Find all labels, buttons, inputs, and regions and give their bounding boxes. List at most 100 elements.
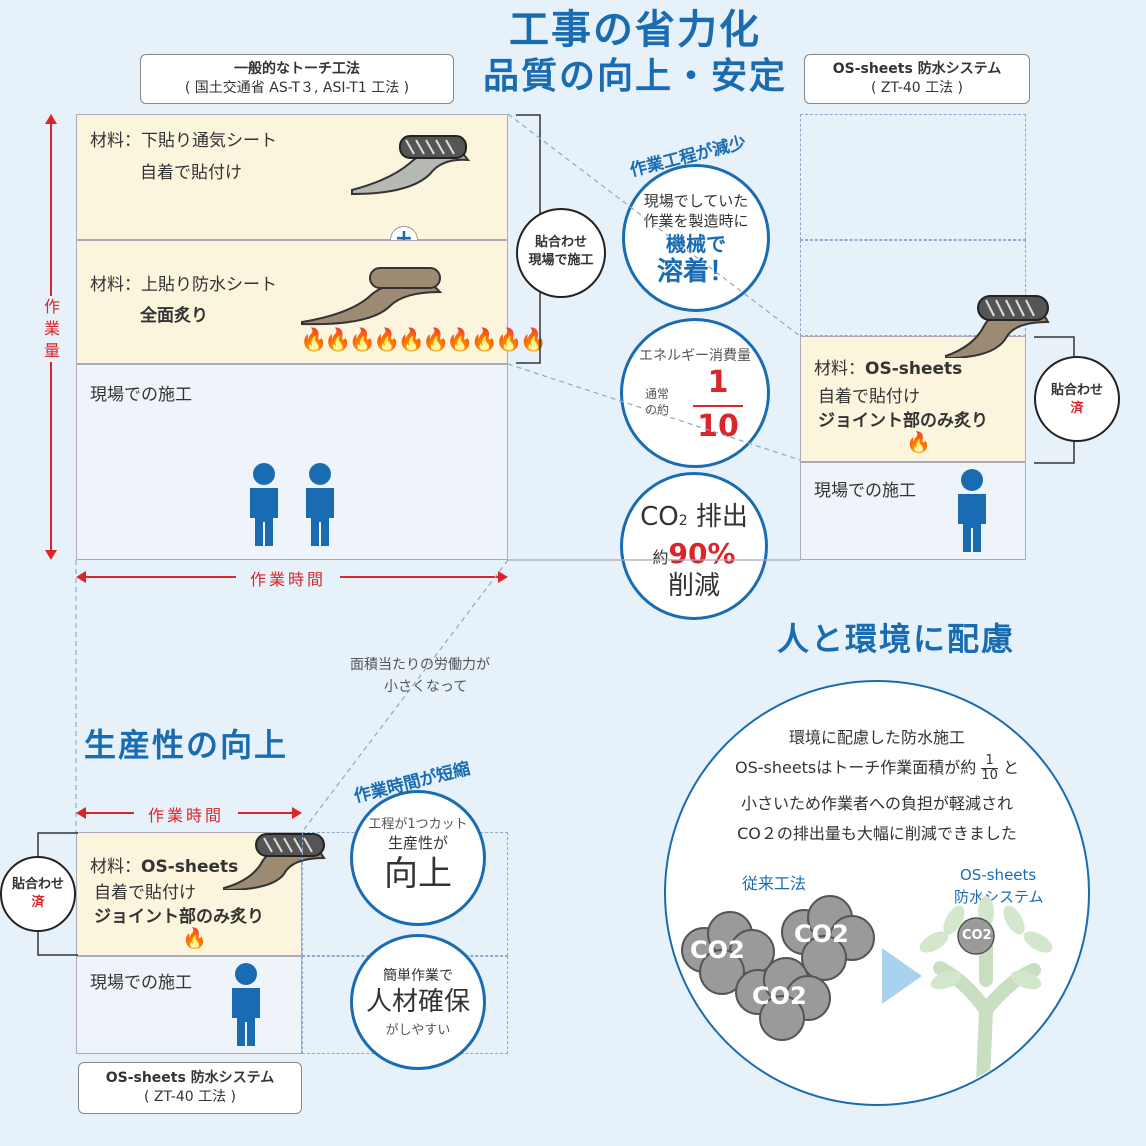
co2-bubble: CO2 排出 約90% 削減 [620, 472, 768, 620]
hr-line3: がしやすい [385, 1023, 451, 1038]
conv-underlay-label: 材料：下貼り通気シート [90, 131, 277, 151]
os-material-name: OS-sheets [865, 359, 963, 379]
os-method1: 自着で貼付け [818, 387, 920, 407]
flame-row-icon: 🔥🔥🔥🔥🔥🔥🔥🔥🔥🔥 [300, 328, 547, 353]
time-short-bubble: 工程が1つカット 生産性が 向上 [350, 790, 486, 926]
bottom-flame-icon: 🔥 [182, 926, 207, 950]
os-sheet-roll-icon [945, 295, 1050, 358]
co2-clouds-and-tree [681, 895, 1053, 1103]
os-material-prefix: 材料： [814, 359, 865, 379]
co2-cloud-label-b: CO2 [794, 920, 849, 948]
os-badge-line1: 貼合わせ [1050, 383, 1103, 398]
os-lamination-badge: 貼合わせ 済 [1034, 356, 1120, 442]
bottom-os-system-title: OS-sheets 防水システム [105, 1070, 275, 1086]
time-line3: 向上 [384, 854, 452, 894]
co2-emission: 排出 [687, 502, 748, 532]
bottom-badge-line2: 済 [31, 895, 45, 910]
os-worker-icon [958, 469, 986, 552]
co2-percent: 90% [668, 537, 736, 570]
process-line2: 作業を製造時に [643, 212, 749, 230]
env-frac-num: 1 [981, 754, 998, 769]
energy-bubble: エネルギー消費量 通常 の約 1 10 [620, 318, 770, 468]
conv-topsheet-label: 材料：上貼り防水シート [90, 275, 277, 295]
env-conventional-label: 従来工法 [742, 874, 807, 893]
env-line1: 環境に配慮した防水施工 [788, 728, 965, 747]
bottom-material-prefix: 材料： [90, 857, 141, 877]
energy-numerator: 1 [707, 365, 729, 400]
os-system-title: OS-sheets 防水システム [832, 61, 1002, 77]
conv-field-panel [76, 364, 508, 560]
worker-person-icon [250, 463, 334, 546]
conv-field-label: 現場での施工 [90, 385, 192, 405]
co2-cloud-label-c: CO2 [752, 982, 807, 1010]
env-line2-pre: OS-sheetsはトーチ作業面積が約 [734, 758, 977, 777]
env-frac-den: 10 [981, 768, 998, 783]
env-line2: OS-sheetsはトーチ作業面積が約 1 10 と [666, 754, 1088, 783]
co2-line2: 約90% [623, 537, 765, 570]
conv-badge-line2: 現場で施工 [528, 253, 594, 268]
process-bubble: 現場でしていた 作業を製造時に 機械で 溶着！ [622, 164, 770, 312]
brown-sheet-roll-icon [301, 267, 443, 326]
conv-underlay-method: 自着で貼付け [140, 163, 242, 183]
conventional-method-title: 一般的なトーチ工法 [234, 61, 360, 77]
bottom-os-system-sub: ( ZT-40 工法 ) [144, 1089, 236, 1105]
env-line3: 小さいため作業者への負担が軽減され [740, 794, 1013, 813]
time-line2: 生産性が [387, 834, 448, 852]
bottom-sheet-roll-icon [223, 833, 326, 890]
energy-title: エネルギー消費量 [639, 348, 751, 364]
os-badge-line2: 済 [1070, 401, 1084, 416]
conventional-method-label: 一般的なトーチ工法 ( 国土交通省 AS-T３, ASI-T1 工法 ) [140, 54, 454, 104]
conv-topsheet-panel [76, 240, 508, 364]
process-line1: 現場でしていた [643, 192, 749, 210]
conv-badge-line1: 貼合わせ [534, 235, 587, 250]
bottom-badge-line1: 貼合わせ [11, 877, 64, 892]
work-time-label: 作業時間 [236, 566, 341, 590]
main-title-line2: 品質の向上・安定 [482, 56, 787, 97]
bottom-method1: 自着で貼付け [94, 883, 196, 903]
os-empty-slot-2 [800, 240, 1026, 336]
productivity-title: 生産性の向上 [84, 726, 289, 764]
co2-tree-label: CO2 [962, 928, 992, 943]
energy-prefix2: の約 [645, 403, 670, 417]
os-system-sub: ( ZT-40 工法 ) [871, 80, 963, 96]
energy-prefix1: 通常 [645, 387, 670, 401]
hr-line1: 簡単作業で [383, 968, 453, 984]
gray-sheet-roll-icon [351, 135, 470, 196]
os-empty-slot-1 [800, 114, 1026, 240]
env-os-label2: 防水システム [954, 888, 1044, 906]
bottom-method2: ジョイント部のみ炙り [94, 907, 264, 927]
co2-co: CO [640, 502, 679, 532]
bottom-lamination-badge: 貼合わせ 済 [0, 856, 76, 932]
work-amount-label: 作業量 [40, 296, 64, 362]
os-field-panel [800, 462, 1026, 560]
env-line2-post: と [1003, 758, 1020, 777]
hr-line2: 人材確保 [365, 987, 470, 1017]
env-os-label1: OS-sheets [960, 866, 1037, 884]
environment-circle: 環境に配慮した防水施工 OS-sheetsはトーチ作業面積が約 1 10 と 小… [664, 680, 1090, 1106]
process-line4: 溶着！ [656, 257, 735, 287]
os-system-label: OS-sheets 防水システム ( ZT-40 工法 ) [804, 54, 1030, 104]
co2-sub: 2 [678, 513, 688, 529]
labor-note-line1: 面積当たりの労働力が [350, 657, 490, 673]
bottom-material-label: 材料：OS-sheets [90, 852, 238, 877]
bottom-field-label: 現場での施工 [90, 973, 192, 993]
conv-topsheet-method: 全面炙り [140, 306, 208, 326]
os-flame-icon: 🔥 [906, 430, 931, 454]
bottom-material-name: OS-sheets [141, 857, 239, 877]
energy-fraction-line [693, 405, 743, 407]
conv-lamination-badge: 貼合わせ 現場で施工 [516, 208, 606, 298]
os-method2: ジョイント部のみ炙り [818, 411, 988, 431]
os-material-panel [800, 336, 1026, 462]
time-line1: 工程が1つカット [368, 817, 468, 832]
process-line3: 機械で [666, 232, 726, 256]
co2-line3: 削減 [667, 571, 720, 601]
bottom-work-time-label: 作業時間 [134, 802, 239, 826]
bottom-field-panel [76, 956, 302, 1054]
labor-note-line2: 小さくなって [384, 679, 468, 695]
main-title-line1: 工事の省力化 [509, 7, 761, 53]
bottom-worker-icon [232, 963, 260, 1046]
co2-cloud-label-a: CO2 [690, 936, 745, 964]
env-line4: CO２の排出量も大幅に削減できました [737, 824, 1017, 843]
hr-bubble: 簡単作業で 人材確保 がしやすい [350, 934, 486, 1070]
